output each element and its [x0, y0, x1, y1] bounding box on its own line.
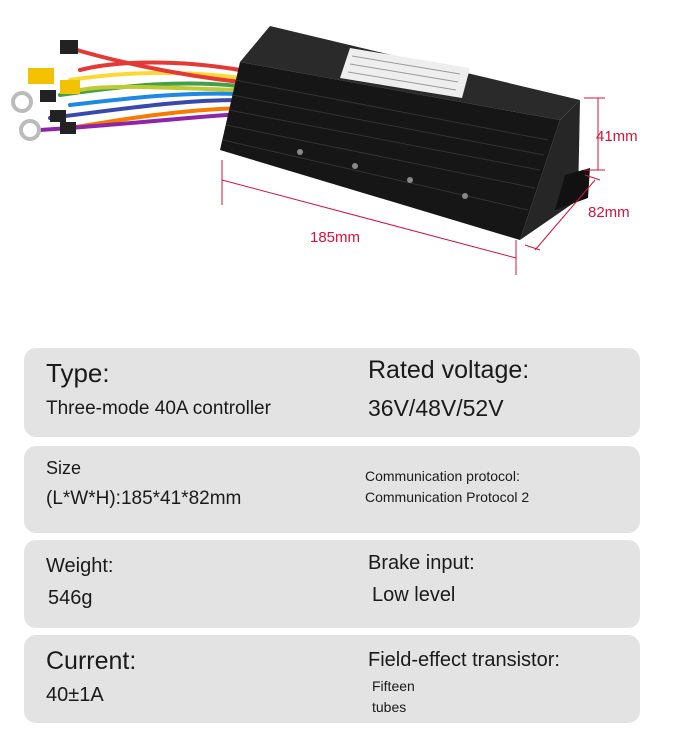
protocol-label: Communication protocol: [365, 468, 520, 484]
spec-card-weight: Weight: 546g Brake input: Low level [24, 540, 640, 628]
spec-card-current: Current: 40±1A Field-effect transistor: … [24, 635, 640, 723]
brake-value: Low level [372, 584, 456, 606]
current-label: Current: [46, 647, 137, 675]
height-dimension: 41mm [596, 128, 638, 145]
size-label: Size [46, 458, 82, 478]
current-value: 40±1A [46, 684, 104, 706]
width-dimension: 82mm [588, 204, 630, 221]
size-value: (L*W*H):185*41*82mm [46, 488, 242, 509]
controller-product-image: 185mm 41mm 82mm [0, 0, 682, 300]
type-label: Type: [46, 358, 110, 388]
voltage-label: Rated voltage: [368, 356, 530, 384]
weight-label: Weight: [46, 555, 114, 577]
voltage-value: 36V/48V/52V [368, 395, 504, 421]
brake-label: Brake input: [368, 552, 475, 574]
length-dimension: 185mm [310, 229, 361, 246]
type-value: Three-mode 40A controller [46, 398, 271, 419]
fet-value-line2: tubes [372, 699, 407, 715]
fet-value-line1: Fifteen [372, 678, 415, 694]
fet-label: Field-effect transistor: [368, 649, 560, 671]
spec-card-type: Type: Three-mode 40A controller Rated vo… [24, 348, 640, 437]
spec-card-size: Size (L*W*H):185*41*82mm Communication p… [24, 446, 640, 533]
protocol-value: Communication Protocol 2 [365, 489, 530, 505]
weight-value: 546g [48, 587, 93, 609]
